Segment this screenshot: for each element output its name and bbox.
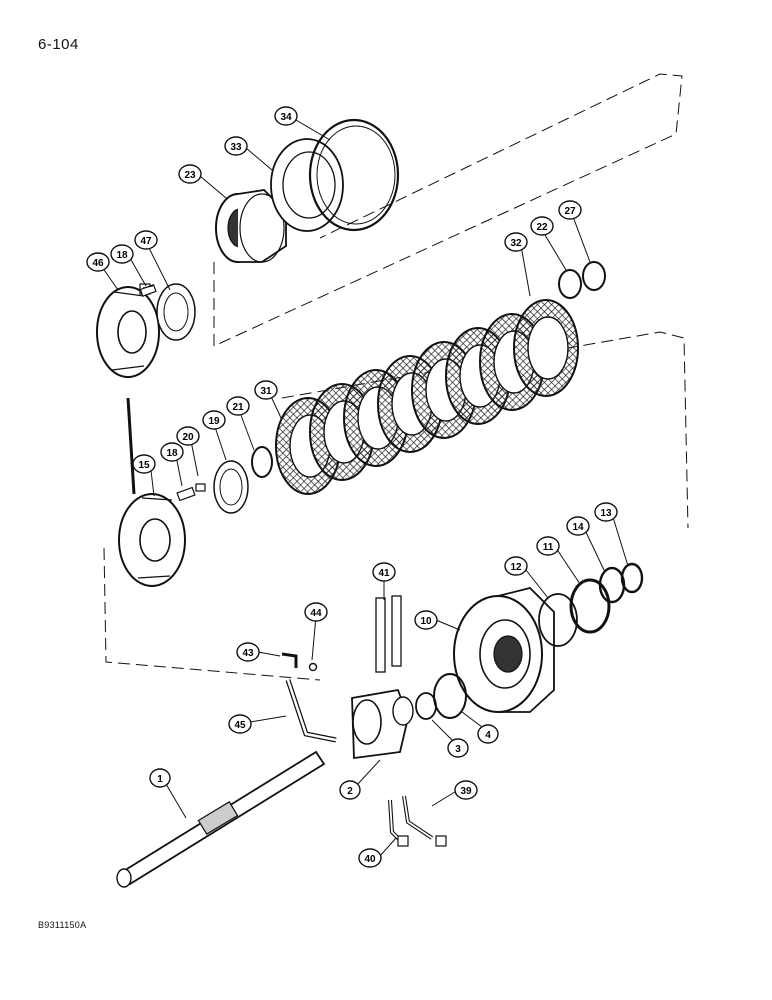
snap-rings-22-27 bbox=[558, 261, 606, 299]
callout-10: 10 bbox=[414, 610, 438, 630]
tubes-41 bbox=[375, 595, 402, 673]
svg-text:21: 21 bbox=[232, 402, 244, 413]
disc-47 bbox=[156, 283, 196, 341]
callout-2: 2 bbox=[339, 780, 361, 800]
svg-text:15: 15 bbox=[138, 460, 150, 471]
callout-31: 31 bbox=[254, 380, 278, 400]
svg-text:1: 1 bbox=[157, 774, 163, 785]
svg-text:41: 41 bbox=[378, 568, 390, 579]
piston-group-upper bbox=[96, 283, 160, 378]
svg-text:13: 13 bbox=[600, 508, 612, 519]
snap-ring-21 bbox=[251, 446, 273, 478]
spring-upper bbox=[139, 284, 157, 297]
callout-41: 41 bbox=[372, 562, 396, 582]
callout-44: 44 bbox=[304, 602, 328, 622]
svg-text:18: 18 bbox=[116, 250, 128, 261]
callout-11: 11 bbox=[536, 536, 560, 556]
svg-text:39: 39 bbox=[460, 786, 472, 797]
callout-43: 43 bbox=[236, 642, 260, 662]
callout-3: 3 bbox=[447, 738, 469, 758]
tube-45 bbox=[285, 679, 337, 743]
svg-text:23: 23 bbox=[184, 170, 196, 181]
callout-19: 19 bbox=[202, 410, 226, 430]
connector-line bbox=[126, 397, 136, 495]
callout-27: 27 bbox=[558, 200, 582, 220]
manifold-2 bbox=[351, 688, 414, 760]
callout-23: 23 bbox=[178, 164, 202, 184]
svg-text:34: 34 bbox=[280, 112, 292, 123]
svg-text:19: 19 bbox=[208, 416, 220, 427]
svg-text:20: 20 bbox=[182, 432, 194, 443]
svg-text:3: 3 bbox=[455, 744, 461, 755]
callout-4: 4 bbox=[477, 724, 499, 744]
callout-32: 32 bbox=[504, 232, 528, 252]
callout-18-upper: 18 bbox=[110, 244, 134, 264]
svg-text:2: 2 bbox=[347, 786, 353, 797]
svg-text:27: 27 bbox=[564, 206, 576, 217]
svg-text:10: 10 bbox=[420, 616, 432, 627]
shaft-1 bbox=[116, 750, 326, 888]
figure-code: B9311150A bbox=[38, 920, 87, 930]
callout-18-lower: 18 bbox=[160, 442, 184, 462]
callout-14: 14 bbox=[566, 516, 590, 536]
callout-33: 33 bbox=[224, 136, 248, 156]
svg-text:40: 40 bbox=[364, 854, 376, 865]
svg-text:45: 45 bbox=[234, 720, 246, 731]
callout-39: 39 bbox=[454, 780, 478, 800]
fitting-43-44 bbox=[281, 652, 318, 672]
snap-ring-34 bbox=[308, 118, 400, 232]
callout-13: 13 bbox=[594, 502, 618, 522]
seal-rings-12-11-14-13 bbox=[538, 562, 644, 647]
callout-47: 47 bbox=[134, 230, 158, 250]
svg-text:14: 14 bbox=[572, 522, 584, 533]
svg-text:12: 12 bbox=[510, 562, 522, 573]
rings-4-3 bbox=[415, 673, 467, 720]
callout-bubbles: 34 33 23 47 18 46 32 22 27 31 21 19 20 1… bbox=[86, 106, 618, 868]
gear-23 bbox=[215, 189, 287, 263]
svg-text:31: 31 bbox=[260, 386, 272, 397]
svg-text:32: 32 bbox=[510, 238, 522, 249]
callout-20: 20 bbox=[176, 426, 200, 446]
spring-and-pin-lower bbox=[176, 483, 206, 502]
svg-text:22: 22 bbox=[536, 222, 548, 233]
disc-19 bbox=[213, 460, 249, 514]
hoses-39-40 bbox=[388, 795, 447, 847]
svg-text:11: 11 bbox=[543, 542, 554, 553]
svg-text:47: 47 bbox=[140, 236, 152, 247]
plate-33 bbox=[270, 138, 344, 232]
svg-text:33: 33 bbox=[230, 142, 242, 153]
piston-group-lower bbox=[118, 493, 186, 587]
callout-45: 45 bbox=[228, 714, 252, 734]
callout-22: 22 bbox=[530, 216, 554, 236]
svg-text:18: 18 bbox=[166, 448, 178, 459]
callout-leaders bbox=[99, 119, 629, 857]
svg-text:43: 43 bbox=[242, 648, 254, 659]
svg-text:46: 46 bbox=[92, 258, 104, 269]
housing-10 bbox=[453, 587, 555, 713]
callout-40: 40 bbox=[358, 848, 382, 868]
page-number: 6-104 bbox=[38, 36, 79, 53]
callout-34: 34 bbox=[274, 106, 298, 126]
svg-text:44: 44 bbox=[310, 608, 322, 619]
callout-15: 15 bbox=[132, 454, 156, 474]
svg-text:4: 4 bbox=[485, 730, 491, 741]
callout-1: 1 bbox=[149, 768, 171, 788]
clutch-pack-32-31 bbox=[275, 299, 579, 495]
callout-46: 46 bbox=[86, 252, 110, 272]
callout-21: 21 bbox=[226, 396, 250, 416]
callout-12: 12 bbox=[504, 556, 528, 576]
